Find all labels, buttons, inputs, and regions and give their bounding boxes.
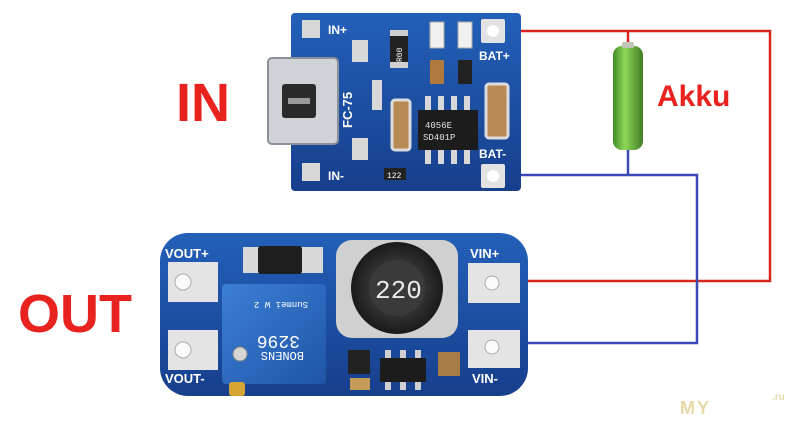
resistor-code: R00 [396,47,405,62]
charger-chip [418,110,478,150]
chip-marking-2: SD401P [423,133,455,143]
wire-blue-negative [505,148,699,345]
battery [613,42,643,150]
pad-label-bat-minus: BAT- [479,147,506,161]
potentiometer [222,284,326,384]
chip-marking-1: 4056E [425,121,452,131]
pad-label-in-minus: IN- [328,169,344,183]
pot-marking-1: 3296 [257,330,300,350]
resistor-code-small: 122 [387,172,402,181]
pad-label-vin-plus: VIN+ [470,246,500,261]
board-model-label: FC-75 [340,92,355,128]
booster-silkscreen: VOUT+ VOUT- VIN+ VIN- 220 3296 BONENS Su… [165,246,500,386]
battery-label: Akku [657,80,731,113]
pot-marking-3: Sunmei W 2 [254,299,308,309]
pad-in-plus [302,20,320,38]
pad-label-vout-minus: VOUT- [165,371,205,386]
watermark: MY [680,398,711,418]
input-label: IN [176,73,230,133]
inductor-marking: 220 [375,276,422,306]
charger-silkscreen: IN+ IN- BAT+ BAT- FC-75 R00 122 4056E SD… [328,23,510,183]
booster-board [160,233,528,396]
watermark-suffix: .ru [772,392,785,403]
pad-label-vin-minus: VIN- [472,371,498,386]
charger-board [267,13,521,191]
pad-label-bat-plus: BAT+ [479,49,510,63]
pad-label-in-plus: IN+ [328,23,347,37]
output-label: OUT [18,284,132,344]
pad-label-vout-plus: VOUT+ [165,246,209,261]
booster-chip [380,358,426,382]
pot-marking-2: BONENS [261,348,304,362]
pad-in-minus [302,163,320,181]
